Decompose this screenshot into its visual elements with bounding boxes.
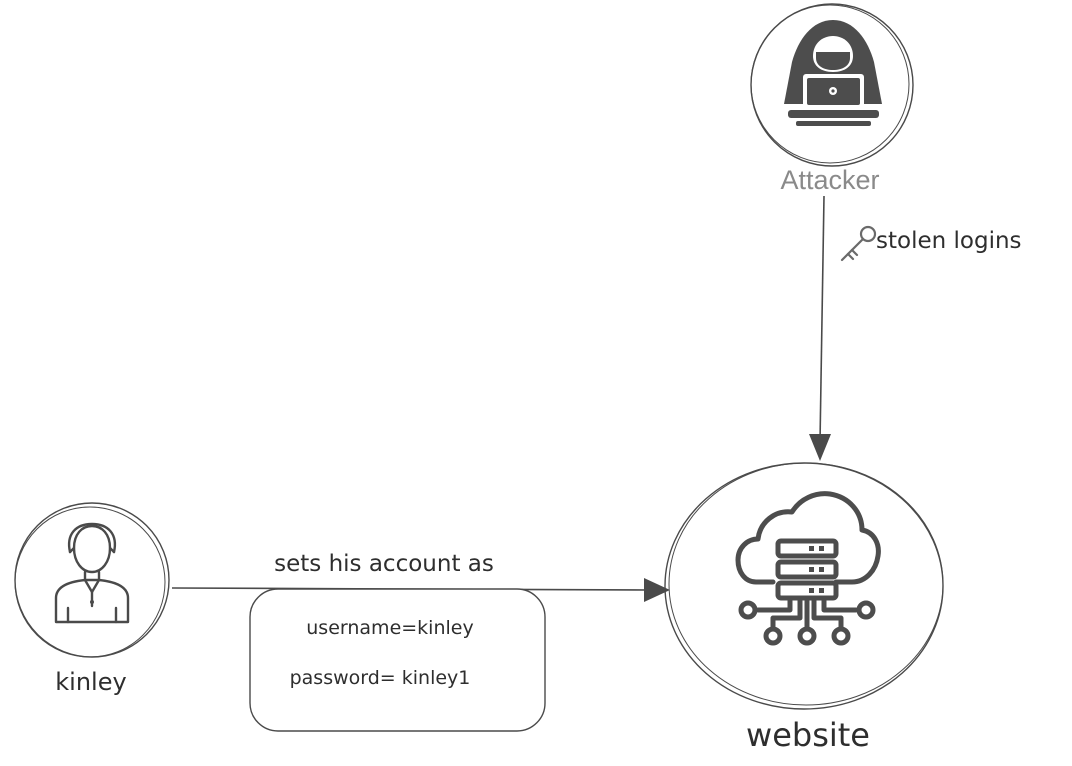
website-node: website [664, 462, 944, 754]
user-label: kinley [55, 668, 126, 696]
website-label: website [746, 716, 870, 754]
attacker-label: Attacker [780, 165, 879, 195]
user-node: kinley [14, 502, 170, 696]
username-text: username=kinley [306, 617, 473, 639]
credentials-box: username=kinley password= kinley1 [249, 588, 546, 732]
stolen-logins-annotation: stolen logins [840, 225, 1022, 262]
cloud-server-icon [735, 491, 881, 646]
hacker-icon [784, 20, 882, 126]
attack-arrow [809, 195, 831, 461]
key-icon [840, 225, 877, 262]
attacker-node: Attacker [750, 3, 914, 195]
flow-label: sets his account as [274, 551, 494, 577]
password-text: password= kinley1 [290, 667, 471, 689]
stolen-logins-label: stolen logins [876, 228, 1022, 254]
person-icon [54, 522, 130, 624]
server-leds [809, 546, 824, 593]
